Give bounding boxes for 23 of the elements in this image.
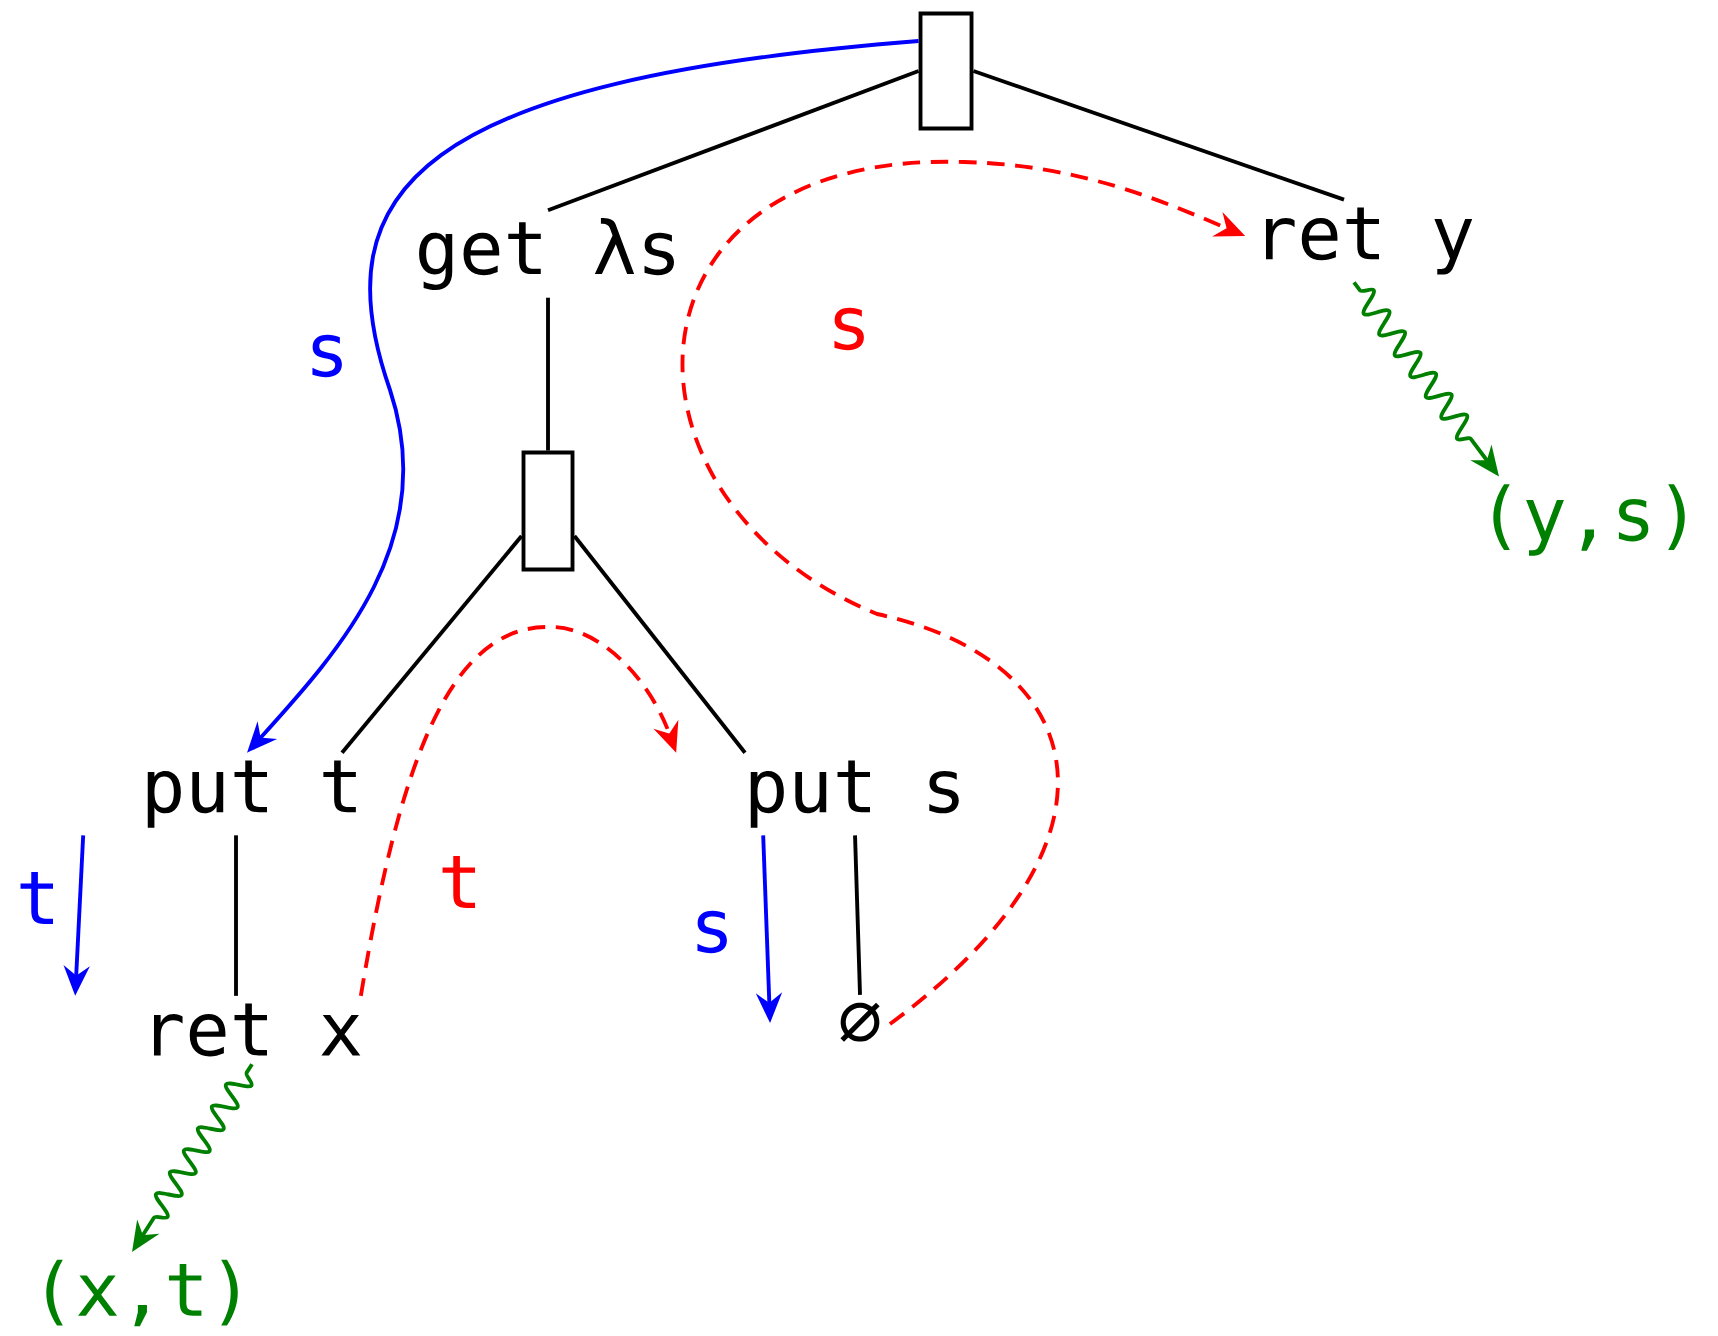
result-text: (y,s) [1493,484,1685,556]
node-box [918,11,974,131]
edge-label: t [434,852,486,912]
arrow [358,625,679,997]
tree-branch [972,69,1345,202]
tree-branch [547,69,920,213]
result-text: (x,t) [46,1259,238,1327]
edge-label: s [686,907,738,957]
tree-branch [572,534,747,754]
term-text: ret y [1266,207,1473,275]
term-text: get λs [419,218,674,290]
edge-label: s [301,331,353,381]
term-text: ret x [154,1003,361,1057]
tree-branch [546,297,550,451]
term-text: put t [147,760,356,828]
tree-branch [340,534,524,754]
node-box [521,450,575,572]
term-text: ∅ [840,1002,880,1042]
edge-label: t [12,868,64,928]
tree-branch [234,835,238,996]
edge-label: s [823,304,875,354]
tree-branch [853,835,862,995]
term-text: put s [750,760,959,828]
